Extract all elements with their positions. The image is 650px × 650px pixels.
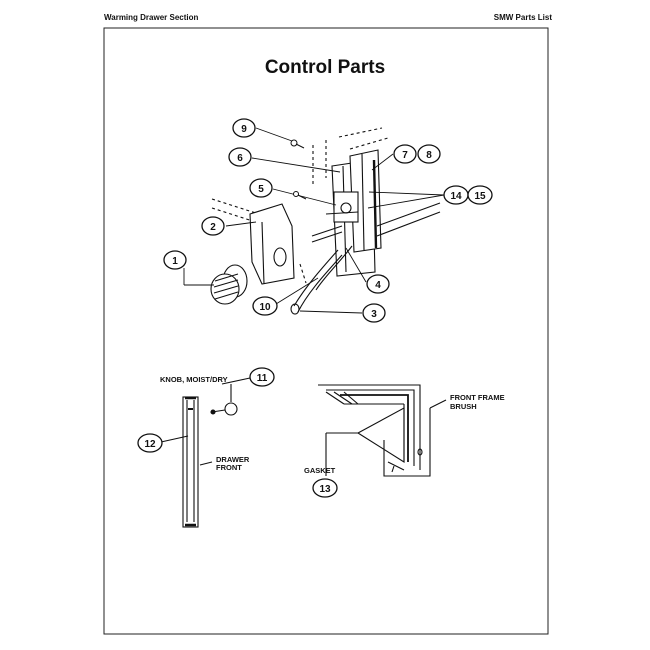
drawer-front-label-1: DRAWER [216,455,250,464]
svg-text:7: 7 [402,150,408,161]
screw-9 [290,139,305,149]
section-header: Warming Drawer Section [104,13,199,22]
callout-14: 14 [443,185,469,205]
main-assembly [210,127,441,315]
callout-8: 8 [417,144,441,164]
callout-2: 2 [201,216,225,236]
drawer-front-label-2: FRONT [216,463,242,472]
svg-text:14: 14 [450,191,462,202]
callout-12: 12 [137,433,163,453]
gasket-label: GASKET [304,466,336,475]
svg-text:6: 6 [237,153,243,164]
callout-3: 3 [362,303,386,323]
svg-text:15: 15 [474,191,486,202]
parts-list-header: SMW Parts List [493,13,552,22]
leader-lines [183,127,445,314]
knob-label: KNOB, MOIST/DRY [160,375,228,384]
svg-text:11: 11 [257,373,268,384]
svg-text:13: 13 [319,484,331,495]
page-title: Control Parts [264,57,386,78]
callout-10: 10 [252,296,278,316]
page-frame [103,27,549,635]
callout-4: 4 [366,274,390,294]
svg-text:12: 12 [144,439,156,450]
callout-1: 1 [163,250,187,270]
callout-15: 15 [467,185,493,205]
drawer-front-assembly [160,377,251,528]
callout-13: 13 [312,478,338,498]
svg-text:3: 3 [371,309,377,320]
svg-text:2: 2 [210,222,216,233]
svg-text:4: 4 [375,280,381,291]
front-frame-assembly [318,384,447,477]
svg-text:10: 10 [259,302,271,313]
front-frame-label-1: FRONT FRAME [450,393,505,402]
svg-text:5: 5 [258,184,264,195]
screw-5 [293,191,307,200]
callout-6: 6 [228,147,252,167]
front-frame-label-2: BRUSH [450,402,477,411]
svg-text:8: 8 [426,150,432,161]
callout-5: 5 [249,178,273,198]
callout-7: 7 [393,144,417,164]
svg-text:1: 1 [172,256,178,267]
svg-text:9: 9 [241,124,247,135]
callout-9: 9 [232,118,256,138]
callout-11: 11 [249,367,275,387]
